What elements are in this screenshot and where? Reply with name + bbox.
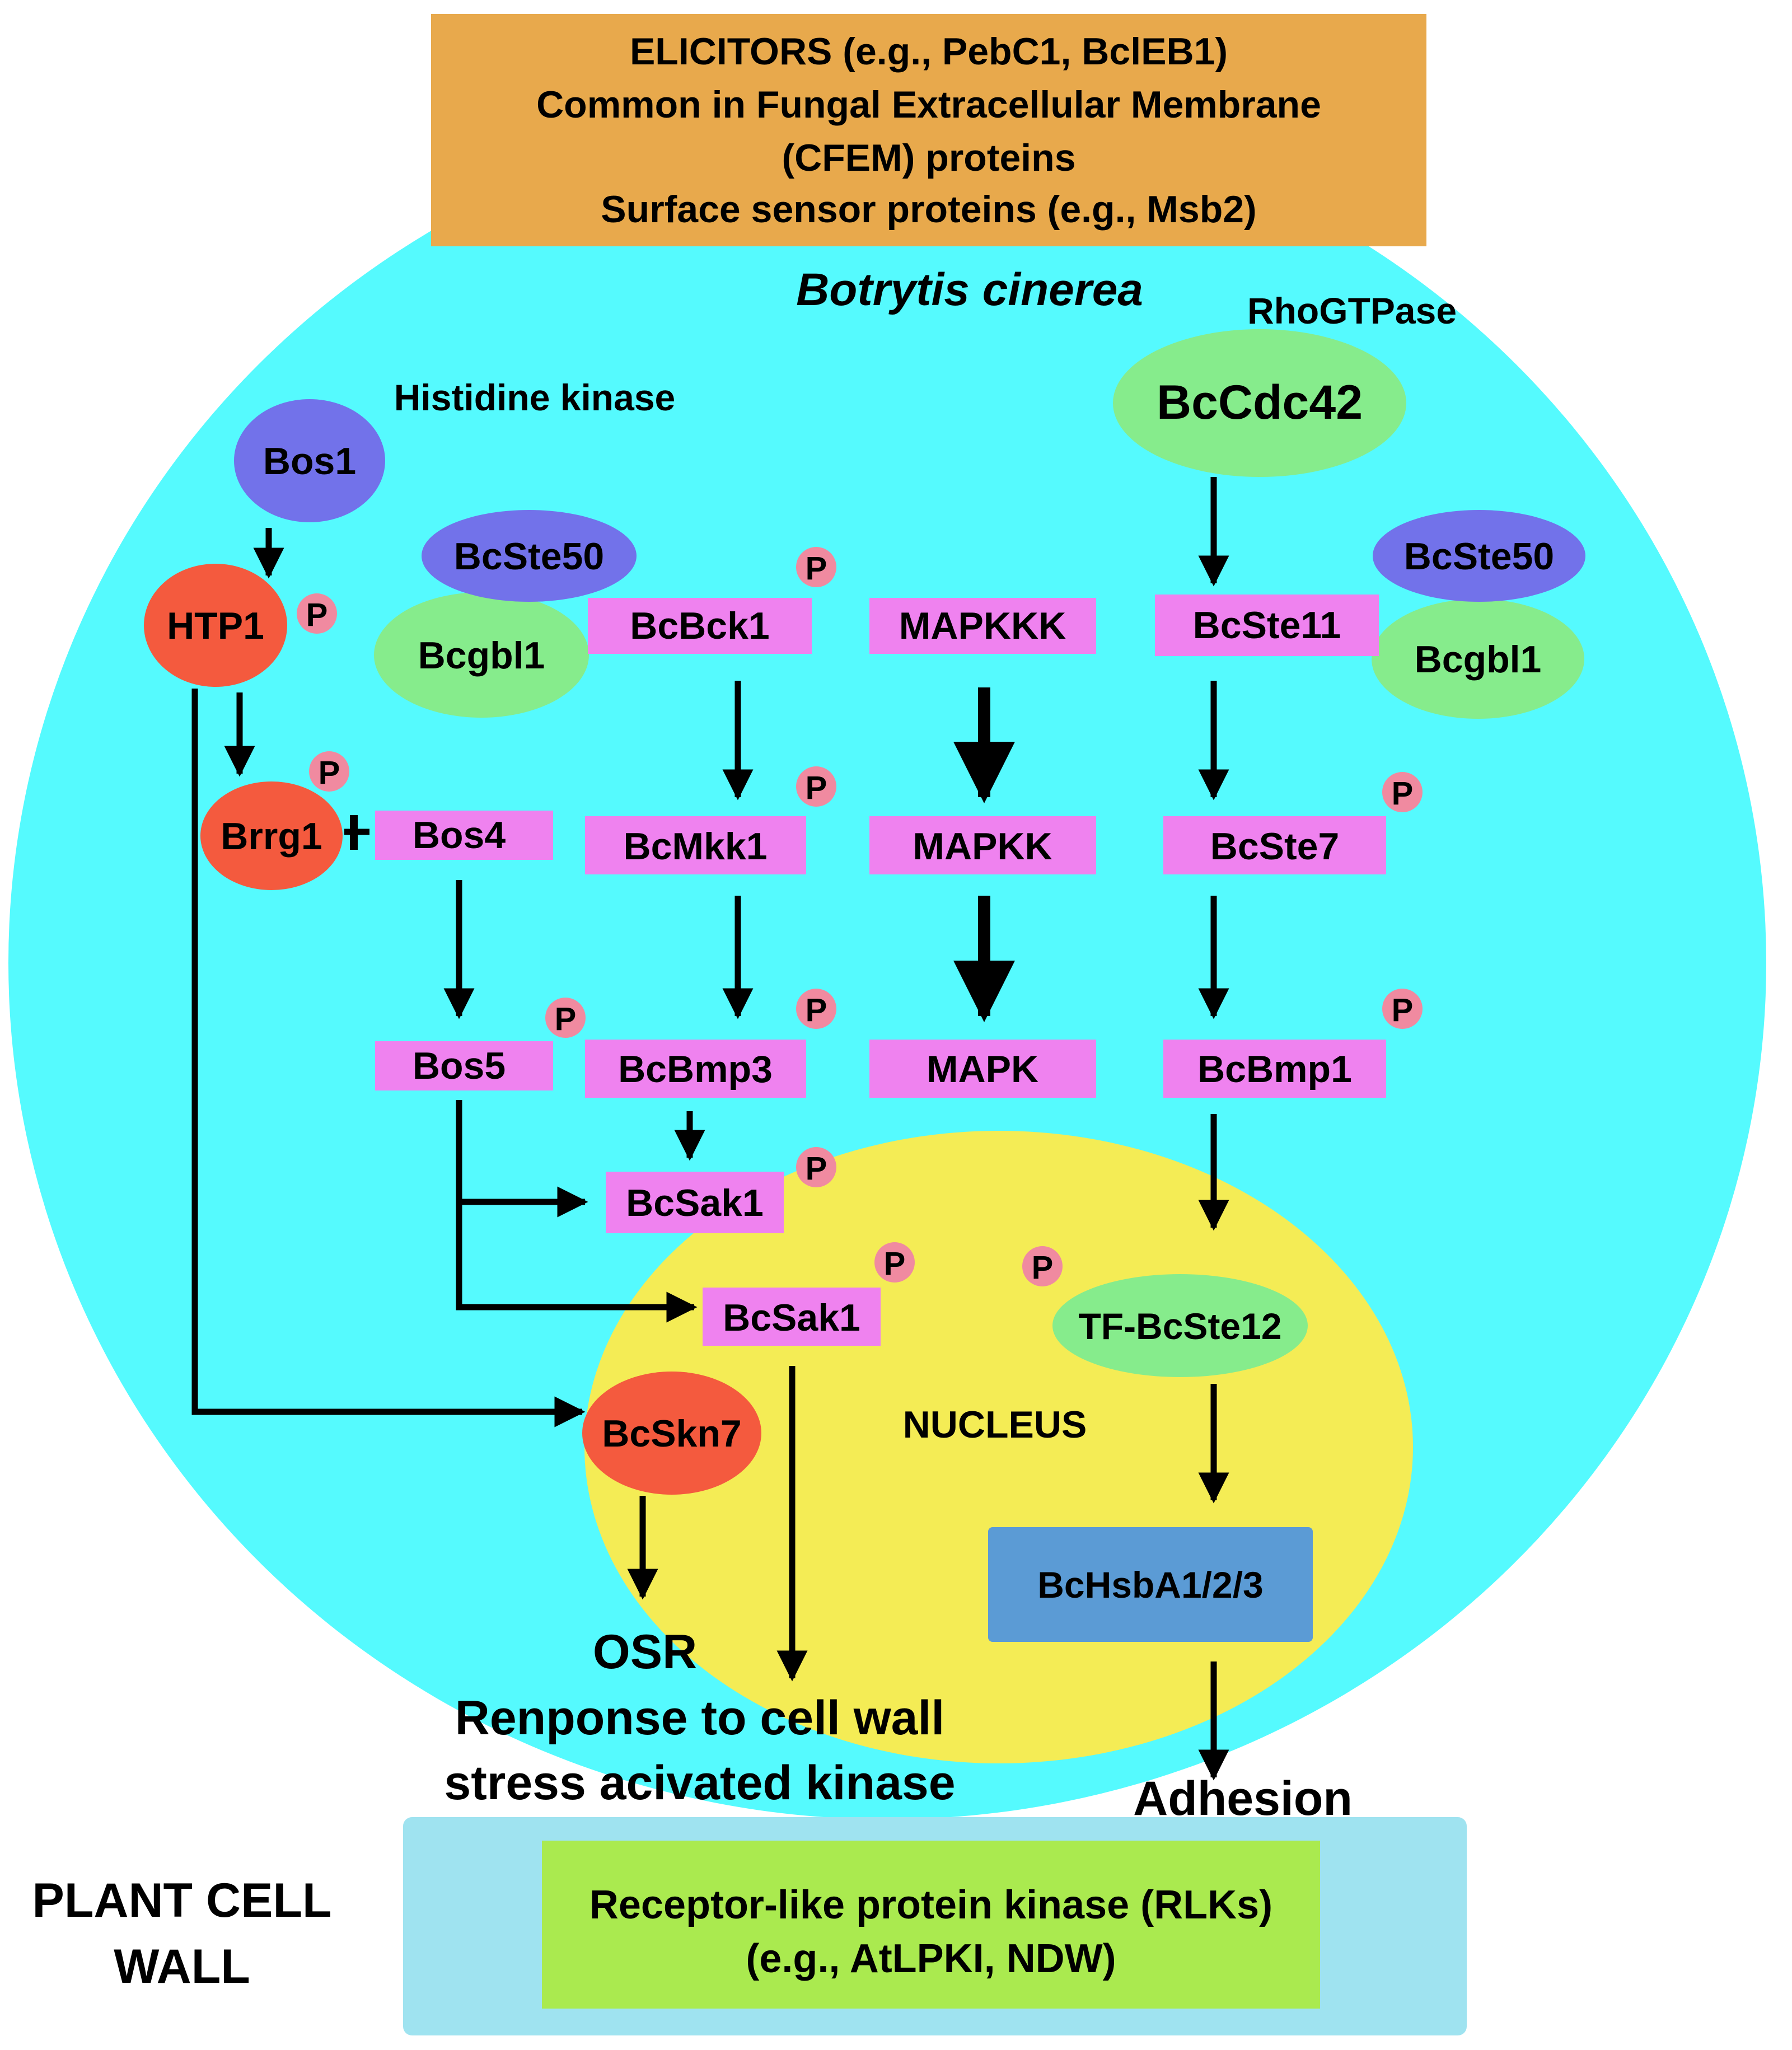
svg-text:P: P	[884, 1246, 906, 1282]
bos5-box	[375, 1041, 553, 1090]
bos4-label: Bos4	[413, 814, 506, 856]
mapkkk-label: MAPKKK	[899, 605, 1066, 647]
htp1-label: HTP1	[167, 605, 264, 647]
rlk-label-line1: Receptor-like protein kinase (RLKs)	[589, 1883, 1272, 1927]
bcste11-box	[1155, 595, 1379, 656]
bcgbl1-right-label: Bcgbl1	[1415, 638, 1542, 681]
bcgbl1-left-label: Bcgbl1	[418, 634, 545, 677]
bcgbl1-left-node	[374, 592, 589, 718]
bcste50-left-node	[422, 510, 637, 602]
elicitors-line3: (CFEM) proteins	[782, 137, 1075, 179]
svg-text:P: P	[806, 1150, 827, 1187]
tf-bcste12-label: TF-BcSte12	[1078, 1305, 1281, 1347]
bcskn7-label: BcSkn7	[602, 1412, 741, 1455]
histidine-kinase-label: Histidine kinase	[394, 377, 676, 418]
mapk-box	[869, 1040, 1096, 1098]
bccdc42-label: BcCdc42	[1157, 376, 1363, 429]
bcmkk1-label: BcMkk1	[623, 825, 767, 868]
arrow-htp1-bcskn7	[191, 689, 586, 1427]
mapkk-label: MAPKK	[913, 825, 1052, 868]
bcste7-box	[1163, 816, 1386, 874]
bccdc42-node	[1113, 329, 1406, 477]
bos4-box	[375, 811, 553, 860]
cell-wall-response-line1: Renponse to cell wall	[455, 1691, 945, 1745]
mapkk-box	[869, 816, 1096, 874]
plant-cell-wall-label-line1: PLANT CELL	[32, 1874, 331, 1927]
bcskn7-node	[582, 1372, 761, 1495]
phospho-badge-htp1: P	[297, 593, 337, 634]
svg-text:P: P	[555, 1001, 577, 1037]
organism-label: Botrytis cinerea	[796, 264, 1143, 315]
svg-text:P: P	[806, 550, 827, 587]
plant-cell-wall-label-line2: WALL	[114, 1940, 250, 1993]
bchsba-label: BcHsbA1/2/3	[1037, 1564, 1264, 1606]
phospho-badge-bcbck1: P	[796, 547, 836, 587]
svg-text:P: P	[1392, 775, 1414, 812]
mapkkk-box	[869, 598, 1096, 654]
elicitors-line4: Surface sensor proteins (e.g., Msb2)	[601, 188, 1256, 231]
phospho-badges: P P P P P P P P P P P	[297, 547, 1423, 1286]
bcsak1-nucleus-label: BcSak1	[723, 1297, 860, 1339]
bcsak1-cytoplasm-box	[606, 1172, 784, 1233]
svg-text:P: P	[319, 755, 340, 791]
rlk-box	[542, 1841, 1320, 2009]
phospho-badge-bcste7: P	[1382, 772, 1423, 812]
bcbmp1-label: BcBmp1	[1197, 1048, 1352, 1090]
rlk-label-line2: (e.g., AtLPKI, NDW)	[746, 1936, 1116, 1981]
pathway-arrows	[191, 477, 1229, 1781]
brrg1-label: Brrg1	[221, 815, 322, 858]
arrow-bos5-bcsak1-nucleus	[456, 1202, 698, 1323]
osr-label: OSR	[593, 1625, 697, 1679]
htp1-node	[144, 564, 287, 687]
bcbmp3-box	[585, 1040, 806, 1098]
adhesion-label: Adhesion	[1133, 1772, 1353, 1826]
svg-text:P: P	[306, 597, 328, 633]
bcste11-label: BcSte11	[1193, 604, 1341, 647]
tf-bcste12-node	[1052, 1274, 1308, 1377]
elicitors-line1: ELICITORS (e.g., PebC1, BclEB1)	[630, 30, 1228, 73]
svg-text:P: P	[1392, 992, 1414, 1028]
elicitors-box	[431, 14, 1426, 246]
svg-text:P: P	[806, 770, 827, 806]
nucleus-label: NUCLEUS	[903, 1403, 1087, 1446]
bcmkk1-box	[585, 816, 806, 874]
cell-wall-response-line2: stress acivated kinase	[444, 1756, 955, 1810]
bcste50-right-node	[1373, 510, 1585, 602]
bcgbl1-right-node	[1372, 599, 1584, 719]
bcbmp3-label: BcBmp3	[618, 1048, 773, 1090]
bcste7-label: BcSte7	[1210, 825, 1340, 868]
bcsak1-cytoplasm-label: BcSak1	[626, 1182, 764, 1224]
phospho-badge-bcbmp3: P	[796, 989, 836, 1029]
phospho-badge-brrg1: P	[309, 751, 349, 792]
phospho-badge-bos5: P	[545, 998, 586, 1038]
brrg1-node	[200, 781, 343, 890]
mapk-label: MAPK	[927, 1048, 1038, 1090]
phospho-badge-bcbmp1: P	[1382, 989, 1423, 1029]
bos5-label: Bos5	[413, 1045, 506, 1087]
svg-text:P: P	[1032, 1249, 1054, 1286]
bchsba-box	[988, 1527, 1313, 1642]
phospho-badge-bcsak1-nucleus: P	[874, 1242, 915, 1283]
bcbck1-box	[588, 598, 812, 654]
bos1-node	[234, 399, 385, 522]
bcste50-right-label: BcSte50	[1404, 535, 1554, 578]
phospho-badge-bcsak1-cytoplasm: P	[796, 1147, 836, 1187]
elicitors-line2: Common in Fungal Extracellular Membrane	[536, 83, 1321, 126]
bcbmp1-box	[1163, 1040, 1386, 1098]
bcbck1-label: BcBck1	[630, 605, 770, 647]
phospho-badge-bcmkk1: P	[796, 766, 836, 807]
bos1-label: Bos1	[263, 440, 356, 483]
bcste50-left-label: BcSte50	[454, 535, 604, 578]
rho-gtpase-label: RhoGTPase	[1247, 290, 1457, 331]
bcsak1-nucleus-box	[703, 1288, 881, 1346]
svg-text:P: P	[806, 992, 827, 1028]
phospho-badge-tf-bcste12: P	[1022, 1246, 1063, 1286]
